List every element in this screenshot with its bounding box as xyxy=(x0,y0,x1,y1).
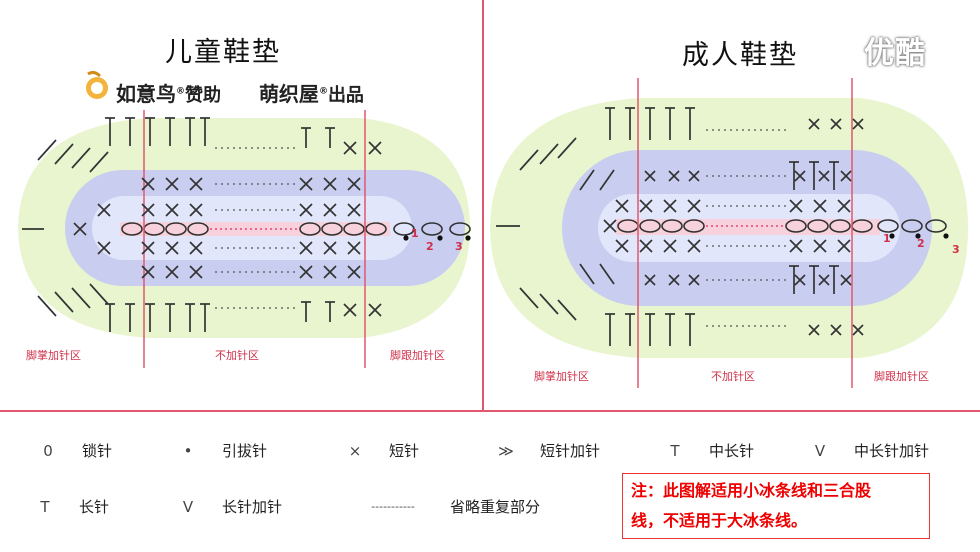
left-insole-chart xyxy=(18,110,471,368)
watermark: 优酷 xyxy=(864,36,926,71)
sponsor-line: 如意鸟®赞助 萌织屋®出品 xyxy=(116,82,364,106)
half-double-crochet-icon: T xyxy=(670,441,680,460)
legend-double: T 长针 xyxy=(25,496,109,517)
insole-charts xyxy=(18,78,968,388)
left-zone-forefoot: 脚掌加针区 xyxy=(26,349,81,362)
single-crochet-icon: × xyxy=(348,441,362,460)
legend-double-increase: V 长针加针 xyxy=(168,496,282,517)
panel-divider xyxy=(482,0,484,412)
right-round-2: 2 xyxy=(917,237,925,250)
slip-stitch-icon: • xyxy=(183,441,193,460)
double-crochet-increase-icon: V xyxy=(182,497,194,516)
repeat-omitted-icon: ----------- xyxy=(371,500,415,513)
half-double-increase-icon: V xyxy=(814,441,826,460)
maker-suffix: 出品 xyxy=(327,85,364,106)
legend-label: 锁针 xyxy=(82,442,113,460)
right-zone-middle: 不加针区 xyxy=(711,370,755,383)
legend-half-double-increase: V 中长针加针 xyxy=(800,440,929,461)
legend-chain: 0 锁针 xyxy=(28,440,112,461)
legend-divider xyxy=(0,410,980,412)
right-insole-chart xyxy=(490,78,968,388)
legend-label: 中长针加针 xyxy=(854,442,930,460)
legend-label: 长针加针 xyxy=(222,498,283,516)
right-zone-heel: 脚跟加针区 xyxy=(874,370,929,383)
left-round-2: 2 xyxy=(426,240,434,253)
left-panel-title: 儿童鞋垫 xyxy=(165,37,281,68)
left-zone-middle: 不加针区 xyxy=(215,349,259,362)
note-line-1: 注：此图解适用小冰条线和三合股 xyxy=(631,481,872,500)
note-line-2: 线，不适用于大冰条线。 xyxy=(631,511,808,530)
sponsor-suffix: 赞助 xyxy=(185,85,221,106)
chain-stitch-icon: 0 xyxy=(43,441,53,460)
legend-single-increase: ≫ 短针加针 xyxy=(486,440,600,461)
legend-label: 长针 xyxy=(79,498,110,516)
legend-slip: • 引拔针 xyxy=(168,440,267,461)
right-round-3: 3 xyxy=(952,243,960,256)
right-round-1: 1 xyxy=(883,232,891,245)
bird-logo-icon xyxy=(86,70,108,99)
legend-omitted: ----------- 省略重复部分 xyxy=(350,496,540,517)
legend-single: × 短针 xyxy=(335,440,419,461)
maker-name: 萌织屋 xyxy=(258,82,319,106)
legend-label: 省略重复部分 xyxy=(450,498,541,516)
legend-label: 短针 xyxy=(389,442,420,460)
yarn-note: 注：此图解适用小冰条线和三合股 线，不适用于大冰条线。 xyxy=(622,473,930,539)
right-zone-forefoot: 脚掌加针区 xyxy=(534,370,589,383)
left-zone-heel: 脚跟加针区 xyxy=(390,349,445,362)
left-round-3: 3 xyxy=(455,240,463,253)
legend-label: 短针加针 xyxy=(540,442,601,460)
double-crochet-icon: T xyxy=(40,497,50,516)
legend-label: 中长针 xyxy=(709,442,755,460)
legend-half-double: T 中长针 xyxy=(655,440,754,461)
legend-label: 引拔针 xyxy=(222,442,268,460)
left-round-1: 1 xyxy=(411,227,419,240)
sponsor-name: 如意鸟 xyxy=(116,82,176,106)
right-panel-title: 成人鞋垫 xyxy=(682,40,798,71)
single-crochet-increase-icon: ≫ xyxy=(498,441,514,460)
